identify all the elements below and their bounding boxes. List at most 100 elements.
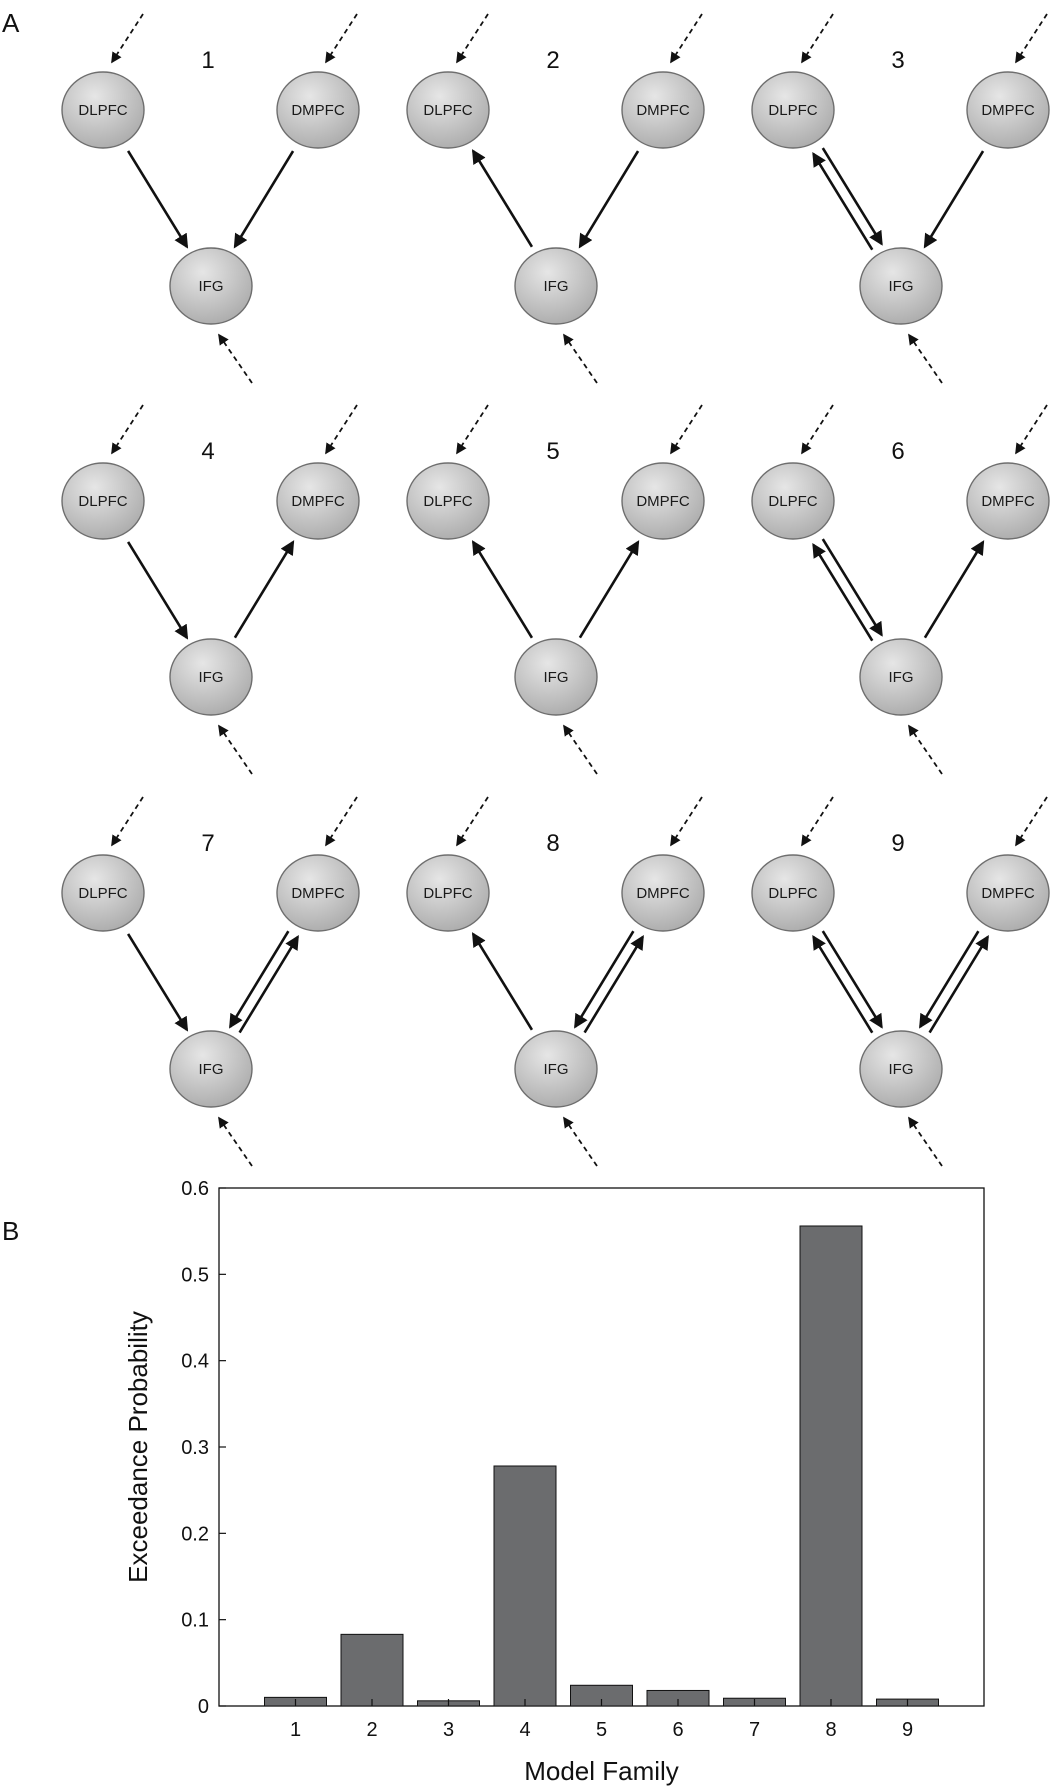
ifg-to-dmpfc-arrow xyxy=(583,935,644,1034)
dlpfc-node: DLPFC xyxy=(751,854,835,932)
dlpfc-node: DLPFC xyxy=(406,71,490,149)
dlpfc-input-arrow xyxy=(801,13,834,64)
ifg-to-dlpfc-arrow xyxy=(471,540,534,639)
dlpfc-to-ifg-arrow xyxy=(126,150,189,249)
dmpfc-node: DMPFC xyxy=(966,462,1050,540)
x-tick-label: 9 xyxy=(902,1719,913,1741)
ifg-to-dlpfc-arrow xyxy=(471,149,534,248)
ifg-to-dmpfc-arrow xyxy=(578,540,640,639)
node-circle xyxy=(966,462,1050,540)
dlpfc-to-ifg-arrow xyxy=(126,541,189,640)
dlpfc-node: DLPFC xyxy=(751,71,835,149)
y-tick-label: 0.4 xyxy=(181,1351,209,1373)
ifg-node: IFG xyxy=(514,638,598,716)
dmpfc-input-arrow xyxy=(670,404,703,455)
y-tick-label: 0.3 xyxy=(181,1437,209,1459)
ifg-node: IFG xyxy=(859,1030,943,1108)
dmpfc-to-ifg-arrow xyxy=(229,930,290,1029)
bar xyxy=(493,1465,557,1707)
node-circle xyxy=(406,462,490,540)
ifg-input-arrow xyxy=(908,1116,943,1167)
ifg-input-arrow xyxy=(218,333,253,384)
dmpfc-input-arrow xyxy=(1015,796,1048,847)
y-axis-title: Exceedance Probability xyxy=(123,1311,153,1583)
x-tick-label: 6 xyxy=(672,1719,683,1741)
node-circle xyxy=(514,638,598,716)
ifg-input-arrow xyxy=(563,333,598,384)
dmpfc-input-arrow xyxy=(1015,13,1048,64)
node-label: IFG xyxy=(199,669,224,686)
node-label: DLPFC xyxy=(768,102,817,119)
ifg-input-arrow xyxy=(563,724,598,775)
ifg-node: IFG xyxy=(169,1030,253,1108)
node-label: DLPFC xyxy=(423,493,472,510)
node-label: IFG xyxy=(889,1061,914,1078)
ifg-node: IFG xyxy=(514,247,598,325)
dlpfc-input-arrow xyxy=(111,13,144,64)
model-number: 3 xyxy=(891,47,904,74)
dlpfc-input-arrow xyxy=(456,796,489,847)
node-label: DMPFC xyxy=(291,102,344,119)
node-label: DMPFC xyxy=(636,885,689,902)
dlpfc-node: DLPFC xyxy=(61,854,145,932)
node-label: IFG xyxy=(889,278,914,295)
dmpfc-input-arrow xyxy=(325,404,358,455)
node-label: DMPFC xyxy=(636,102,689,119)
node-circle xyxy=(751,71,835,149)
dmpfc-input-arrow xyxy=(670,13,703,64)
node-circle xyxy=(751,854,835,932)
dmpfc-to-ifg-arrow xyxy=(923,150,985,249)
panel-a-letter: A xyxy=(2,8,20,38)
node-circle xyxy=(621,854,705,932)
node-label: IFG xyxy=(544,1061,569,1078)
dlpfc-node: DLPFC xyxy=(406,854,490,932)
panel-b-letter: B xyxy=(2,1216,19,1246)
x-tick-label: 8 xyxy=(825,1719,836,1741)
x-tick-label: 7 xyxy=(749,1719,760,1741)
ifg-to-dmpfc-arrow xyxy=(238,935,299,1034)
bars xyxy=(264,1225,939,1707)
node-label: DMPFC xyxy=(291,885,344,902)
node-label: DLPFC xyxy=(78,885,127,902)
dmpfc-node: DMPFC xyxy=(276,71,360,149)
dmpfc-node: DMPFC xyxy=(276,854,360,932)
node-label: IFG xyxy=(199,278,224,295)
ifg-node: IFG xyxy=(859,638,943,716)
node-circle xyxy=(276,71,360,149)
dlpfc-node: DLPFC xyxy=(406,462,490,540)
dlpfc-input-arrow xyxy=(456,404,489,455)
y-tick-label: 0.1 xyxy=(181,1610,209,1632)
model-number: 5 xyxy=(546,438,559,465)
node-label: DMPFC xyxy=(981,493,1034,510)
node-circle xyxy=(276,462,360,540)
dlpfc-input-arrow xyxy=(456,13,489,64)
y-tick-label: 0 xyxy=(198,1696,209,1718)
ifg-node: IFG xyxy=(859,247,943,325)
model-number: 4 xyxy=(201,438,214,465)
x-tick-label: 3 xyxy=(443,1719,454,1741)
ifg-node: IFG xyxy=(514,1030,598,1108)
ifg-to-dmpfc-arrow xyxy=(923,540,985,639)
dmpfc-to-ifg-arrow xyxy=(233,150,295,249)
node-circle xyxy=(61,854,145,932)
model-number: 8 xyxy=(546,830,559,857)
node-circle xyxy=(169,1030,253,1108)
dmpfc-node: DMPFC xyxy=(621,71,705,149)
node-label: DMPFC xyxy=(981,885,1034,902)
node-circle xyxy=(859,638,943,716)
model-number: 9 xyxy=(891,830,904,857)
node-circle xyxy=(966,854,1050,932)
dmpfc-to-ifg-arrow xyxy=(578,150,640,249)
ifg-to-dlpfc-arrow xyxy=(812,151,874,251)
node-label: IFG xyxy=(544,669,569,686)
dlpfc-to-ifg-arrow xyxy=(821,930,883,1029)
dlpfc-to-ifg-arrow xyxy=(821,147,883,246)
